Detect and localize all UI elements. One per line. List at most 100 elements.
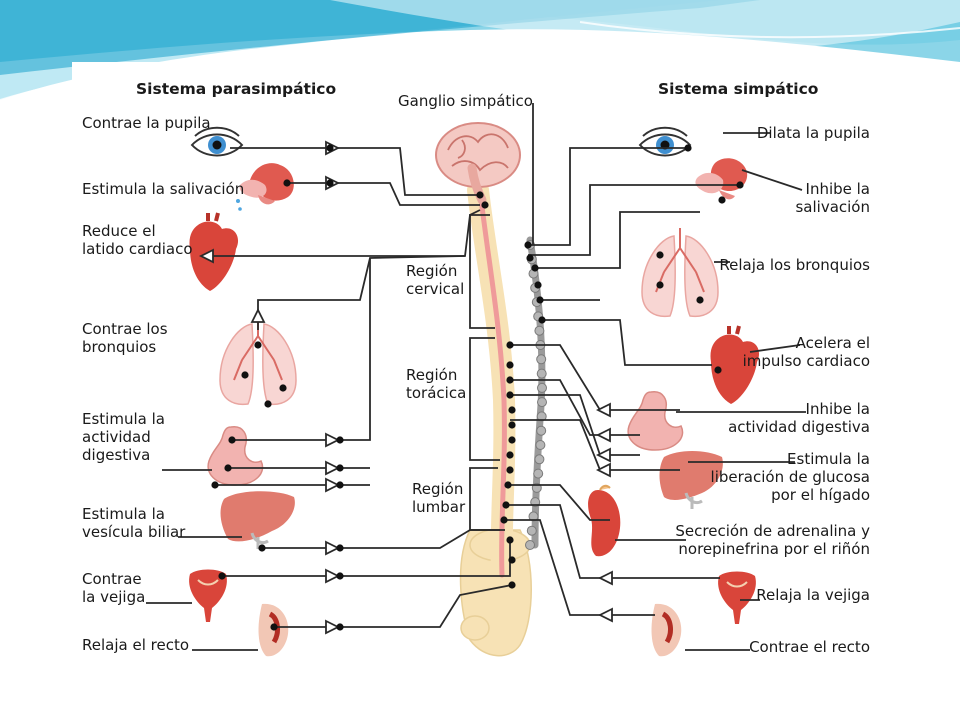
bladder-icon [189, 569, 227, 622]
junction-dot [506, 391, 514, 399]
pathway-saliva [528, 184, 740, 256]
ganglion-node [525, 540, 535, 550]
junction-dot [241, 371, 249, 379]
ganglion-node [537, 397, 547, 408]
stomach-icon [207, 426, 264, 486]
symp-label-bladder: Relaja la vejiga [756, 586, 870, 604]
ganglion-node [534, 325, 545, 336]
junction-dot [538, 316, 546, 324]
parasympathetic-header: Sistema parasimpático [136, 80, 337, 98]
junction-dot [336, 436, 344, 444]
eye-icon [190, 126, 244, 157]
pathway-rectum [274, 584, 513, 628]
junction-dot [736, 181, 744, 189]
pathway-digestive-1 [510, 344, 680, 411]
pathway-bronchi [535, 211, 700, 269]
pathway-kidney [508, 484, 610, 521]
junction-dot [534, 281, 542, 289]
bladder-icon [718, 571, 756, 624]
junction-dot [218, 572, 226, 580]
junction-dot [502, 501, 510, 509]
junction-dot [270, 623, 278, 631]
junction-dot [264, 400, 272, 408]
rectum-icon [651, 603, 682, 657]
junction-dot [508, 406, 516, 414]
junction-dot [508, 421, 516, 429]
pathway-pupil [230, 147, 480, 196]
junction-dot [258, 544, 266, 552]
pathway-digestive-3 [510, 394, 640, 456]
junction-dot [524, 241, 532, 249]
ganglion-node [534, 454, 545, 465]
junction-dot [508, 556, 516, 564]
junction-dot [718, 196, 726, 204]
junction-dot [506, 341, 514, 349]
junction-dot [279, 384, 287, 392]
symp-label-bronchi: Relaja los bronquios [719, 256, 870, 274]
ganglion-node [526, 525, 537, 536]
ganglion-node [536, 368, 547, 379]
symp-label-pupil: Dilata la pupila [756, 124, 870, 142]
para-label-saliva: Estimula la salivación [82, 180, 245, 198]
synapse-dots [211, 144, 744, 631]
eye-icon [638, 126, 692, 157]
junction-dot [224, 464, 232, 472]
pathway-bladder [222, 540, 511, 577]
junction-dot [228, 436, 236, 444]
parasympathetic-arrows [198, 140, 341, 635]
sympathetic-header: Sistema simpático [658, 80, 819, 98]
junction-dot [526, 254, 534, 262]
junction-dot [506, 536, 514, 544]
junction-dot [696, 296, 704, 304]
pathway-pupil [528, 147, 688, 246]
brain-illustration [435, 122, 521, 205]
junction-dot [336, 481, 344, 489]
pathway-heart-2 [542, 319, 712, 366]
ganglion-label: Ganglio simpático [398, 92, 533, 110]
parasympathetic-pathways [146, 147, 513, 651]
ganglion-node [536, 354, 547, 365]
para-label-rectum: Relaja el recto [82, 636, 189, 654]
pathway-liver [510, 419, 680, 471]
junction-dot [326, 179, 334, 187]
junction-dot [508, 436, 516, 444]
junction-dot [254, 341, 262, 349]
junction-dot [506, 451, 514, 459]
junction-dot [531, 264, 539, 272]
symp-label-rectum: Contrae el recto [749, 638, 870, 656]
junction-dot [536, 296, 544, 304]
junction-dot [283, 179, 291, 187]
heart-icon [710, 325, 760, 404]
junction-dot [506, 361, 514, 369]
sympathetic-arrows [595, 402, 613, 623]
junction-dot [506, 466, 514, 474]
ganglion-node [535, 440, 546, 450]
junction-dot [326, 144, 334, 152]
lungs-icon [641, 228, 719, 318]
lungs-icon [219, 316, 297, 406]
salivary-gland-icon [236, 163, 294, 211]
junction-dot [336, 623, 344, 631]
junction-dot [506, 376, 514, 384]
ganglion-node [536, 425, 547, 436]
stomach-icon [627, 391, 684, 451]
junction-dot [336, 544, 344, 552]
liver-icon [659, 451, 723, 509]
junction-dot [684, 144, 692, 152]
liver-icon [220, 491, 295, 549]
junction-dot [336, 464, 344, 472]
pathway-digestive-2 [510, 379, 640, 436]
ganglion-node [537, 382, 547, 393]
